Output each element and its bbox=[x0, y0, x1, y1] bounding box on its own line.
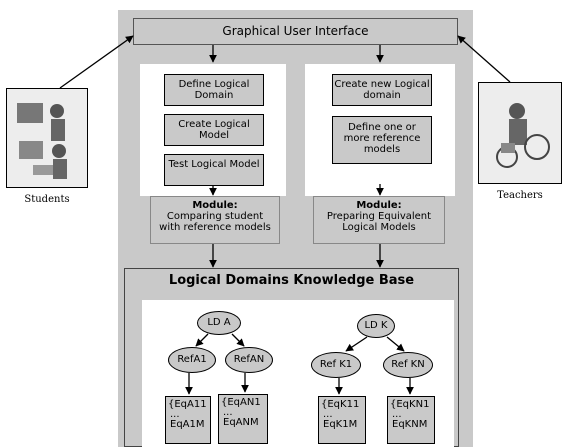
eq-box-k1-dots: ... bbox=[323, 409, 333, 420]
module-preparing-title: Module: bbox=[356, 200, 402, 211]
eq-box-a1-dots: ... bbox=[170, 409, 180, 420]
domain-node-a-label: LD A bbox=[207, 317, 231, 328]
eq-box-an: {EqAN1 ... EqANM bbox=[218, 394, 268, 444]
module-comparing-title: Module: bbox=[192, 200, 238, 211]
arrow-ldk-to-refkn bbox=[386, 336, 405, 352]
step-define-logical-domain-label: Define Logical Domain bbox=[178, 79, 250, 101]
step-create-new-logical-domain-label: Create new Logical domain bbox=[334, 79, 430, 101]
domain-node-k-label: LD K bbox=[364, 320, 388, 331]
knowledge-base-title: Logical Domains Knowledge Base bbox=[168, 273, 415, 288]
eq-box-a1: {EqA11 ... EqA1M bbox=[165, 396, 211, 444]
step-test-logical-model: Test Logical Model bbox=[164, 154, 264, 186]
step-define-reference-models-label: Define one or more reference models bbox=[343, 122, 421, 155]
domain-node-a: LD A bbox=[197, 311, 241, 335]
ref-node-a1-label: RefA1 bbox=[177, 354, 207, 365]
arrow-ldk-to-refk1 bbox=[345, 336, 368, 352]
ref-node-kn: Ref KN bbox=[383, 352, 433, 378]
ref-node-a1: RefA1 bbox=[168, 347, 216, 373]
teachers-image bbox=[478, 82, 562, 184]
arrow-lda-to-refa1 bbox=[195, 333, 209, 347]
arrow-teachers-to-gui bbox=[457, 35, 511, 83]
module-preparing-text: Preparing Equivalent Logical Models bbox=[326, 211, 432, 233]
students-label: Students bbox=[24, 194, 70, 205]
ref-node-kn-label: Ref KN bbox=[391, 359, 425, 370]
step-create-logical-model: Create Logical Model bbox=[164, 114, 264, 146]
arrow-students-to-gui bbox=[59, 35, 134, 89]
module-preparing: Module: Preparing Equivalent Logical Mod… bbox=[313, 196, 445, 244]
step-define-logical-domain: Define Logical Domain bbox=[164, 74, 264, 106]
eq-box-kn-dots: ... bbox=[392, 409, 402, 420]
step-create-logical-model-label: Create Logical Model bbox=[178, 119, 250, 141]
teachers-illustration-icon bbox=[496, 103, 550, 168]
teachers-label: Teachers bbox=[497, 190, 543, 201]
domain-node-k: LD K bbox=[357, 314, 395, 338]
step-create-new-logical-domain: Create new Logical domain bbox=[332, 74, 432, 106]
eq-box-kn-bottom: EqKNM bbox=[392, 419, 428, 430]
ref-node-an-label: RefAN bbox=[233, 354, 265, 365]
module-comparing: Module: Comparing student with reference… bbox=[150, 196, 280, 244]
arrow-lda-to-refan bbox=[231, 333, 245, 347]
eq-box-k1-bottom: EqK1M bbox=[323, 419, 358, 430]
eq-box-an-dots: ... bbox=[223, 407, 233, 418]
eq-box-a1-bottom: EqA1M bbox=[170, 419, 205, 430]
eq-box-an-top: {EqAN1 bbox=[221, 397, 261, 408]
eq-box-a1-top: {EqA11 bbox=[168, 399, 207, 410]
students-image bbox=[6, 88, 88, 188]
ref-node-k1-label: Ref K1 bbox=[319, 359, 353, 370]
module-comparing-text: Comparing student with reference models bbox=[159, 211, 271, 233]
ref-node-an: RefAN bbox=[225, 347, 273, 373]
step-test-logical-model-label: Test Logical Model bbox=[168, 159, 260, 170]
students-illustration-icon bbox=[17, 103, 67, 179]
eq-box-k1-top: {EqK11 bbox=[321, 399, 360, 410]
gui-title: Graphical User Interface bbox=[222, 24, 369, 38]
eq-box-kn-top: {EqKN1 bbox=[390, 399, 430, 410]
eq-box-k1: {EqK11 ... EqK1M bbox=[318, 396, 366, 444]
gui-bar: Graphical User Interface bbox=[133, 18, 458, 45]
ref-node-k1: Ref K1 bbox=[311, 352, 361, 378]
step-define-reference-models: Define one or more reference models bbox=[332, 116, 432, 164]
eq-box-an-bottom: EqANM bbox=[223, 417, 259, 428]
eq-box-kn: {EqKN1 ... EqKNM bbox=[387, 396, 435, 444]
